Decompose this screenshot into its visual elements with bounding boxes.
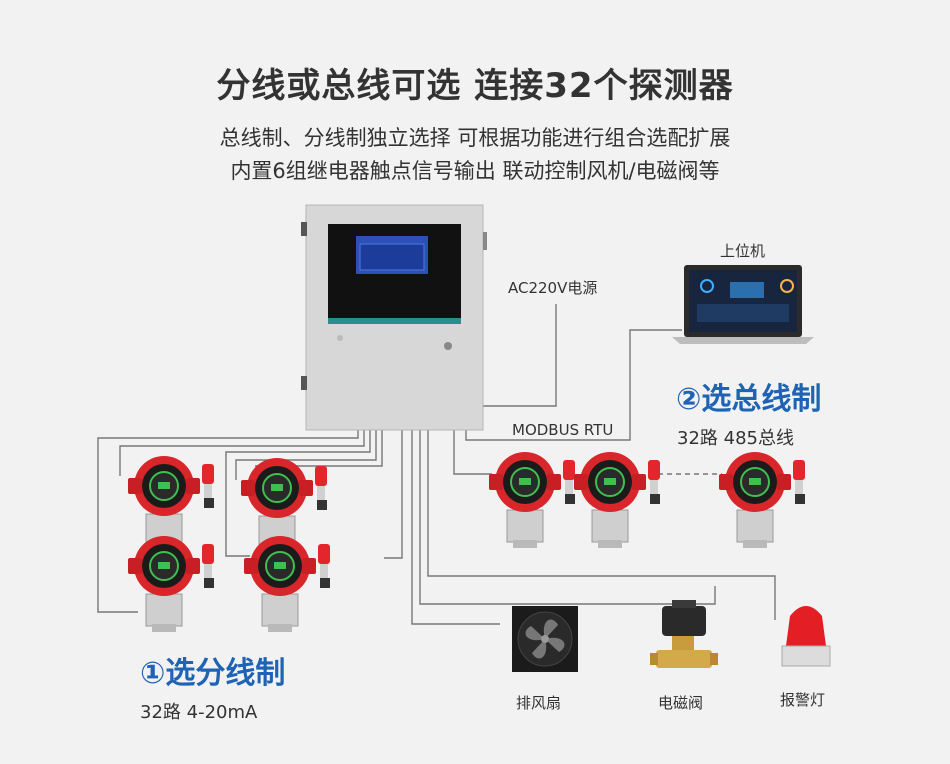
subtitle-line-2: 内置6组继电器触点信号输出 联动控制风机/电磁阀等 <box>230 159 720 183</box>
bus-mode-desc: 32路 485总线 <box>677 428 794 449</box>
host-label: 上位机 <box>720 242 766 260</box>
subtitle-line-1: 总线制、分线制独立选择 可根据功能进行组合选配扩展 <box>219 126 731 150</box>
detector-bus-2 <box>573 451 661 549</box>
lamp-label: 报警灯 <box>780 691 826 709</box>
detector-branch-4 <box>243 535 331 633</box>
detector-bus-3 <box>718 451 806 549</box>
valve-icon <box>650 600 718 668</box>
branch-mode-title: ①选分线制 <box>140 656 286 691</box>
fan-label: 排风扇 <box>516 694 562 712</box>
host-computer <box>672 265 814 344</box>
alarm-lamp-icon <box>781 606 831 667</box>
modbus-label: MODBUS RTU <box>512 421 614 439</box>
branch-mode-desc: 32路 4-20mA <box>140 702 258 723</box>
valve-label: 电磁阀 <box>658 694 704 712</box>
bus-mode-title: ②选总线制 <box>676 382 822 417</box>
main-title: 分线或总线可选 连接32个探测器 <box>216 66 734 106</box>
power-label: AC220V电源 <box>508 279 598 297</box>
detector-bus-1 <box>488 451 576 549</box>
controller-cabinet <box>301 204 487 431</box>
detector-branch-3 <box>127 535 215 633</box>
fan-icon <box>512 606 578 672</box>
